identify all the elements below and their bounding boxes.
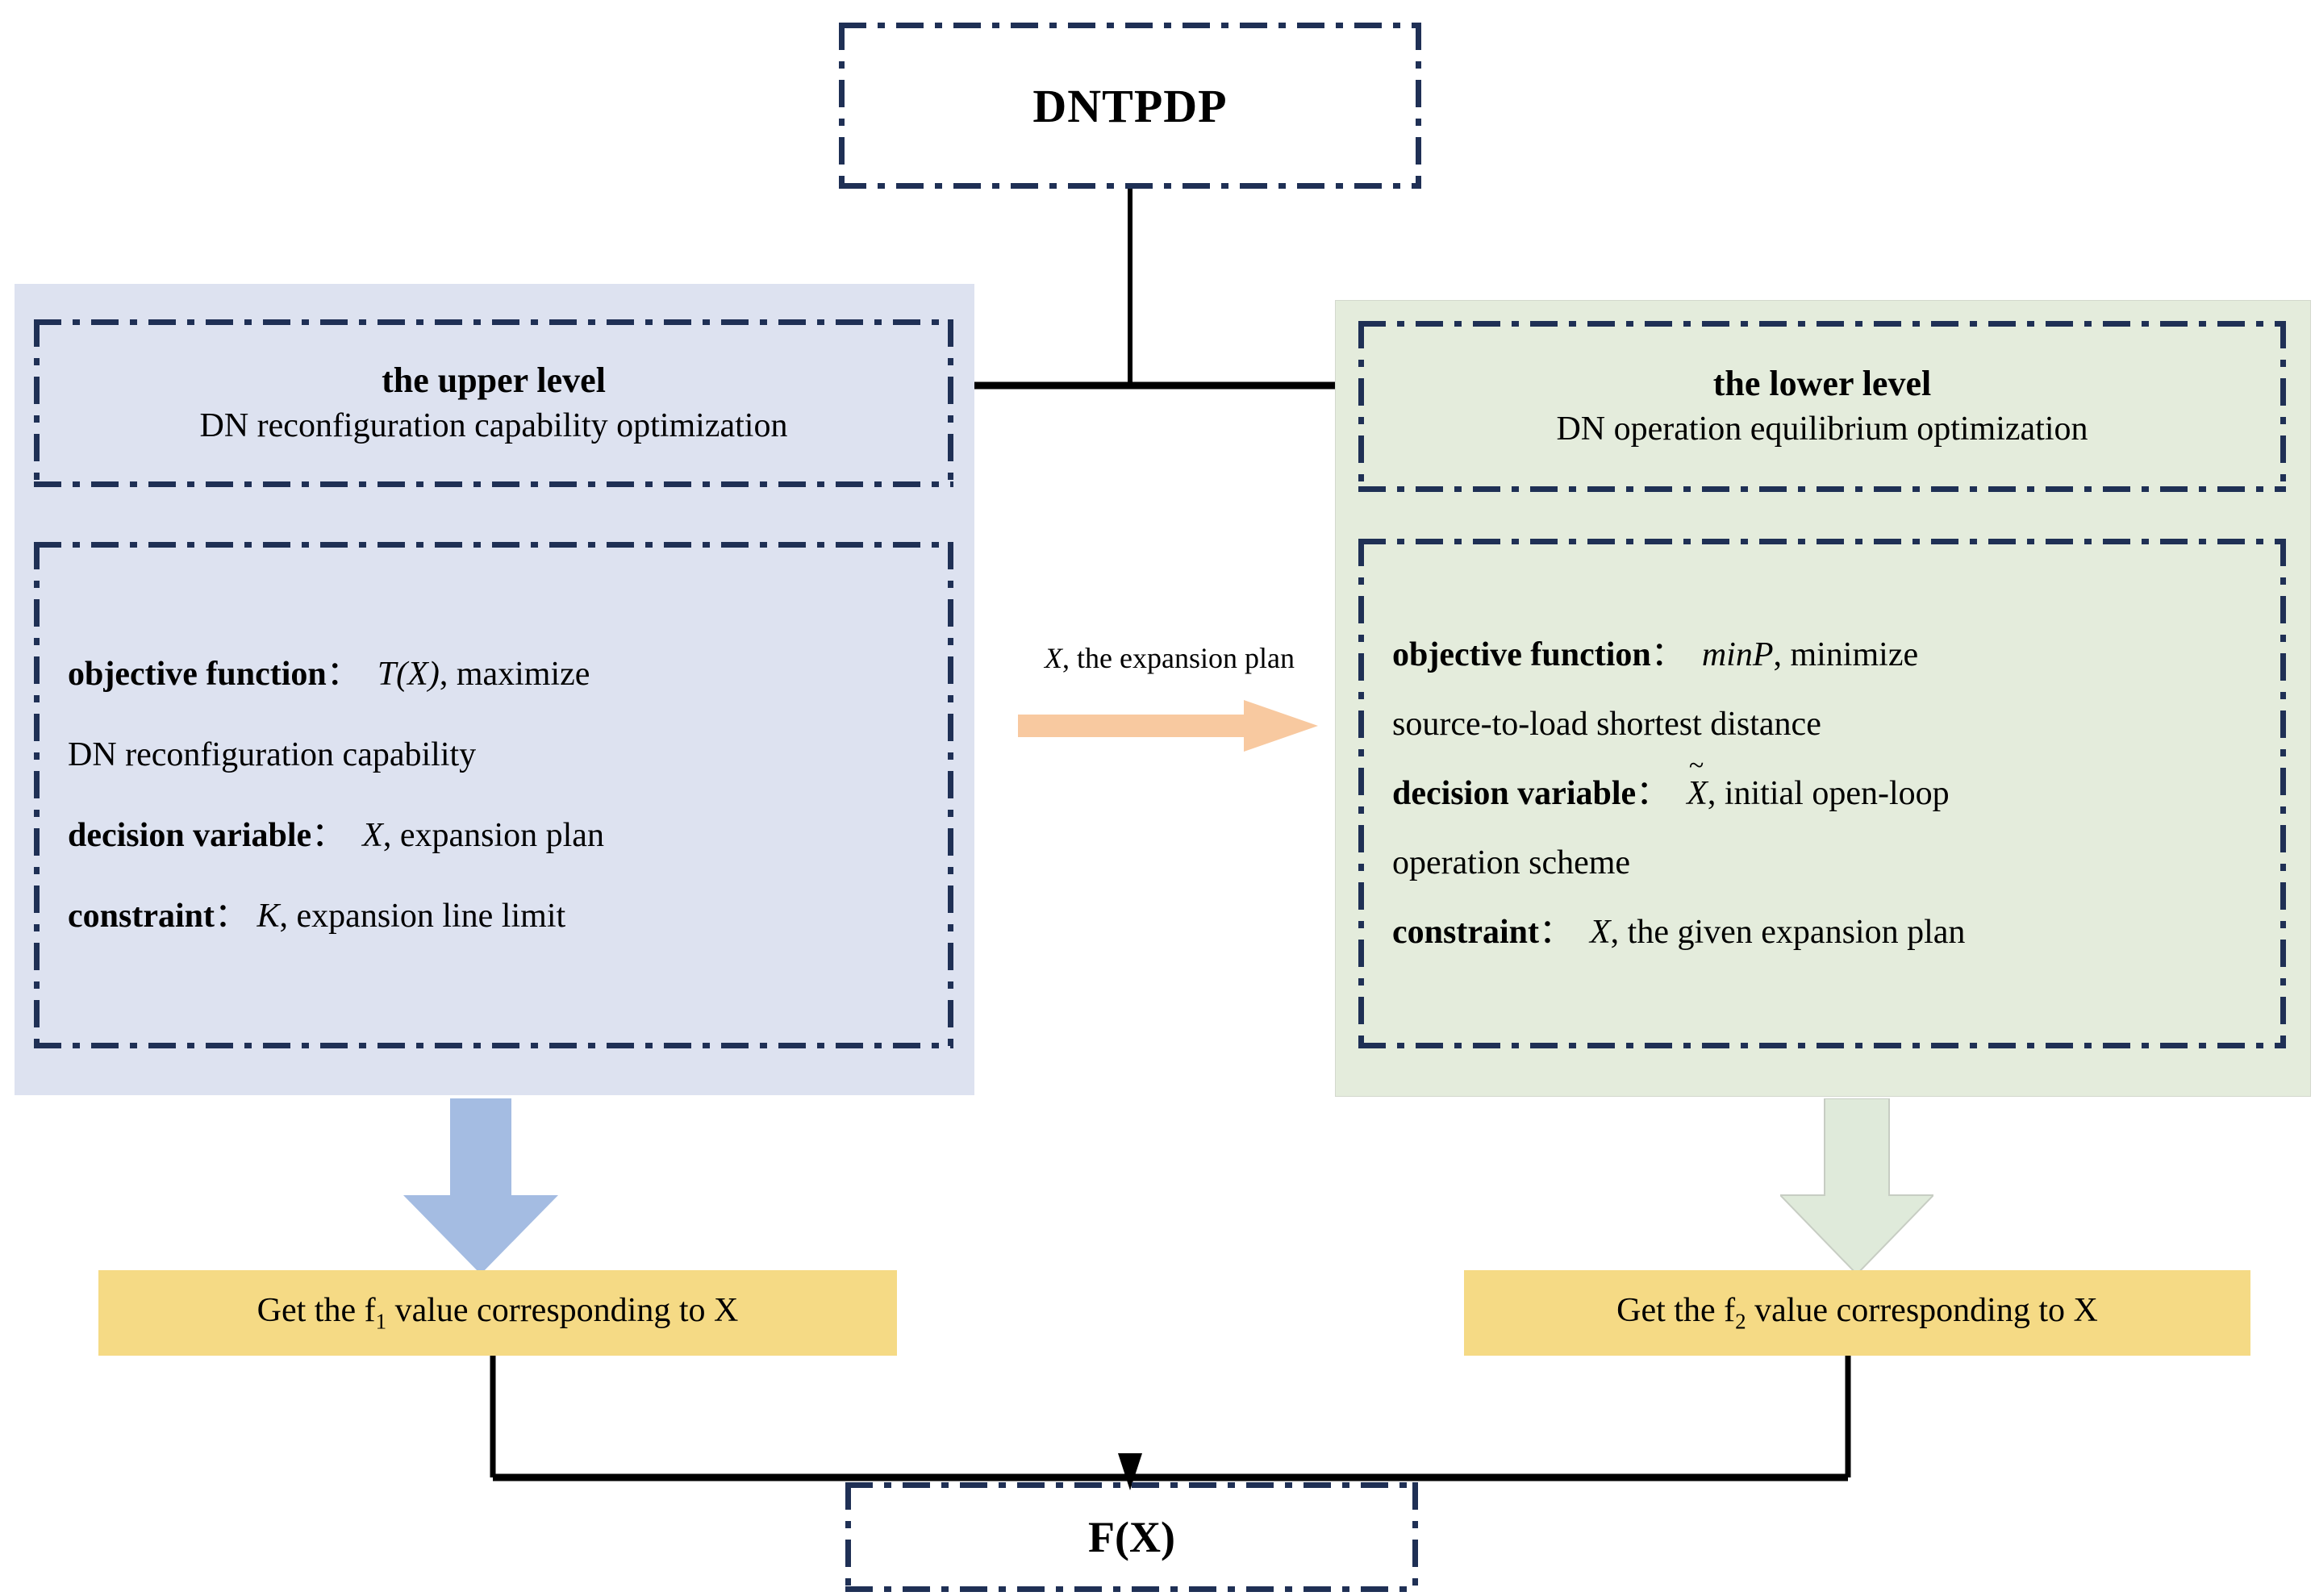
expansion-plan-label: X, the expansion plan <box>1012 641 1327 675</box>
lower-constraint-var: X <box>1590 914 1611 951</box>
upper-result-sub: 1 <box>375 1309 387 1334</box>
lower-decision-line: decision variable： ~X, initial open-loop <box>1392 752 2262 812</box>
lower-objective-sep: ： <box>1650 636 1685 673</box>
lower-constraint-line: constraint： X, the given expansion plan <box>1392 915 2262 949</box>
upper-result-pre: Get the f <box>257 1292 376 1330</box>
upper-constraint-var: K <box>257 898 280 935</box>
upper-constraint-rest: , expansion line limit <box>279 898 566 935</box>
upper-result-post: value corresponding to X <box>386 1292 739 1330</box>
lower-decision-key: decision variable <box>1392 775 1637 812</box>
upper-decision-rest: , expansion plan <box>382 817 604 854</box>
lower-result-sub: 2 <box>1735 1309 1746 1334</box>
lower-decision-rest: , initial open-loop <box>1707 775 1950 812</box>
expansion-plan-rest: , the expansion plan <box>1062 642 1295 674</box>
lower-decision-sep: ： <box>1636 775 1671 812</box>
upper-constraint-sep: ： <box>215 898 249 935</box>
lower-decision-cont: operation scheme <box>1392 846 2262 880</box>
expansion-plan-var: X <box>1045 642 1063 674</box>
lower-constraint-key: constraint <box>1392 914 1539 951</box>
lower-level-content-box: objective function： minP, minimize sourc… <box>1358 539 2286 1048</box>
upper-decision-var: X <box>362 817 383 854</box>
lower-objective-var: minP <box>1701 636 1774 673</box>
upper-objective-cont-text: DN reconfiguration capability <box>68 736 477 773</box>
upper-objective-cont: DN reconfiguration capability <box>68 738 929 772</box>
lower-result-box: Get the f2 value corresponding to X <box>1464 1270 2250 1356</box>
final-objective-box: F(X) <box>845 1482 1418 1592</box>
upper-decision-sep: ： <box>311 817 346 854</box>
lower-level-header-box: the lower level DN operation equilibrium… <box>1358 321 2286 492</box>
upper-objective-rest: , maximize <box>439 656 590 693</box>
lower-level-title: the lower level <box>1712 363 1932 403</box>
lower-objective-cont: source-to-load shortest distance <box>1392 707 2262 741</box>
upper-decision-key: decision variable <box>68 817 312 854</box>
dntpdp-label: DNTPDP <box>1032 79 1228 132</box>
lower-objective-rest: , minimize <box>1773 636 1919 673</box>
lower-level-subtitle: DN operation equilibrium optimization <box>1556 410 2088 448</box>
lower-objective-key: objective function <box>1392 636 1651 673</box>
lower-objective-cont-text: source-to-load shortest distance <box>1392 706 1821 743</box>
upper-constraint-key: constraint <box>68 898 215 935</box>
lower-constraint-rest: , the given expansion plan <box>1610 914 1966 951</box>
lower-objective-line: objective function： minP, minimize <box>1392 638 2262 672</box>
upper-level-content-box: objective function： T(X), maximize DN re… <box>34 542 953 1048</box>
final-objective-label: F(X) <box>1088 1513 1175 1561</box>
lower-decision-cont-text: operation scheme <box>1392 844 1631 881</box>
lower-result-pre: Get the f <box>1616 1292 1736 1330</box>
lower-constraint-sep: ： <box>1539 914 1574 951</box>
upper-objective-key: objective function <box>68 656 327 693</box>
transfer-arrow-icon <box>1018 700 1318 752</box>
lower-result-post: value corresponding to X <box>1746 1292 2098 1330</box>
upper-objective-line: objective function： T(X), maximize <box>68 657 929 691</box>
lower-result-label: Get the f2 value corresponding to X <box>1616 1291 2098 1334</box>
upper-level-subtitle: DN reconfiguration capability optimizati… <box>199 407 788 445</box>
upper-result-arrow-icon <box>403 1098 558 1274</box>
upper-result-label: Get the f1 value corresponding to X <box>257 1291 739 1334</box>
upper-level-header-box: the upper level DN reconfiguration capab… <box>34 319 953 487</box>
upper-decision-line: decision variable： X, expansion plan <box>68 819 929 852</box>
lower-decision-var-wrap: ~X <box>1687 752 1708 812</box>
upper-objective-var: T(X) <box>377 656 440 693</box>
tilde-accent: ~ <box>1688 751 1704 781</box>
upper-constraint-line: constraint： K, expansion line limit <box>68 899 929 933</box>
dntpdp-box: DNTPDP <box>839 23 1421 189</box>
lower-decision-var: X <box>1687 775 1708 812</box>
lower-result-arrow-icon <box>1780 1098 1933 1274</box>
upper-result-box: Get the f1 value corresponding to X <box>98 1270 897 1356</box>
upper-objective-sep: ： <box>326 656 361 693</box>
upper-level-title: the upper level <box>382 360 606 400</box>
